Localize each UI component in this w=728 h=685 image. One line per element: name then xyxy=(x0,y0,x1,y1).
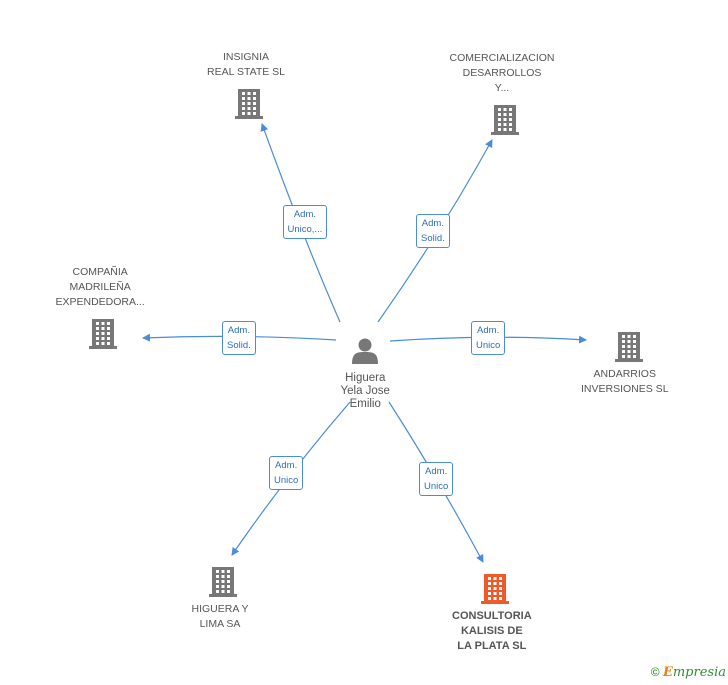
company-name-andarrios[interactable]: ANDARRIOS INVERSIONES SL xyxy=(581,367,669,397)
building-icon[interactable] xyxy=(235,89,263,119)
building-icon[interactable] xyxy=(491,105,519,135)
company-name-andarrios-line: INVERSIONES SL xyxy=(581,383,669,395)
relation-label-madrilena[interactable]: Adm. Solid. xyxy=(222,321,256,355)
relation-label-line: Solid. xyxy=(227,340,251,351)
brand-logo: Empresia xyxy=(662,665,726,680)
person-name-line: Emilio xyxy=(349,398,381,410)
copyright-symbol: © xyxy=(650,665,660,679)
building-icon[interactable] xyxy=(209,567,237,597)
relation-label-line: Solid. xyxy=(421,233,445,244)
company-name-madrilena[interactable]: COMPAÑIA MADRILEÑA EXPENDEDORA... xyxy=(56,265,145,310)
company-name-higuera-lima-line: HIGUERA Y xyxy=(191,603,249,615)
building-icon[interactable] xyxy=(481,574,509,604)
relation-label-line: Adm. xyxy=(477,325,500,336)
relation-label-insignia[interactable]: Adm. Unico,... xyxy=(282,205,328,239)
relation-label-line: Unico,... xyxy=(287,224,323,235)
company-name-higuera-lima-line: LIMA SA xyxy=(199,618,241,630)
company-name-insignia-line: INSIGNIA xyxy=(222,51,270,63)
company-name-comercializacion[interactable]: COMERCIALIZACION DESARROLLOS Y... xyxy=(450,51,555,96)
building-icon[interactable] xyxy=(615,332,643,362)
relation-label-higuera-lima[interactable]: Adm. Unico xyxy=(269,456,304,490)
company-name-comercializacion-line: DESARROLLOS xyxy=(462,67,542,79)
company-name-comercializacion-line: COMERCIALIZACION xyxy=(449,52,555,64)
company-name-consultoria-line: LA PLATA SL xyxy=(457,640,527,652)
relation-label-line: Adm. xyxy=(421,218,444,229)
person-name-line: Higuera xyxy=(345,372,386,384)
relation-label-line: Adm. xyxy=(227,325,250,336)
footer-brand[interactable]: © Empresia xyxy=(651,665,726,680)
company-name-madrilena-line: MADRILEÑA xyxy=(69,281,131,293)
company-name-higuera-lima[interactable]: HIGUERA Y LIMA SA xyxy=(192,602,249,632)
relation-label-consultoria[interactable]: Adm. Unico xyxy=(419,462,454,496)
company-name-consultoria-line: KALISIS DE xyxy=(460,625,523,637)
building-icon[interactable] xyxy=(89,319,117,349)
icons-layer xyxy=(89,89,643,604)
company-name-comercializacion-line: Y... xyxy=(494,82,510,94)
company-name-madrilena-line: EXPENDEDORA... xyxy=(55,296,145,308)
relation-label-comercializacion[interactable]: Adm. Solid. xyxy=(416,214,450,248)
relation-label-line: Adm. xyxy=(275,460,298,471)
relation-label-line: Unico xyxy=(424,481,449,492)
relation-label-andarrios[interactable]: Adm. Unico xyxy=(471,321,506,355)
company-name-consultoria[interactable]: CONSULTORIA KALISIS DE LA PLATA SL xyxy=(452,609,532,654)
relation-label-line: Adm. xyxy=(293,209,317,220)
relation-label-line: Unico xyxy=(274,475,299,486)
company-name-insignia-line: REAL STATE SL xyxy=(207,66,285,78)
relation-label-line: Unico xyxy=(476,340,501,351)
company-name-madrilena-line: COMPAÑIA xyxy=(72,266,128,278)
relation-label-line: Adm. xyxy=(425,466,448,477)
person-name-line: Yela Jose xyxy=(340,385,390,397)
company-name-andarrios-line: ANDARRIOS xyxy=(593,368,656,380)
company-name-insignia[interactable]: INSIGNIA REAL STATE SL xyxy=(207,50,285,80)
company-name-consultoria-line: CONSULTORIA xyxy=(452,610,532,622)
person-icon[interactable] xyxy=(352,338,378,365)
